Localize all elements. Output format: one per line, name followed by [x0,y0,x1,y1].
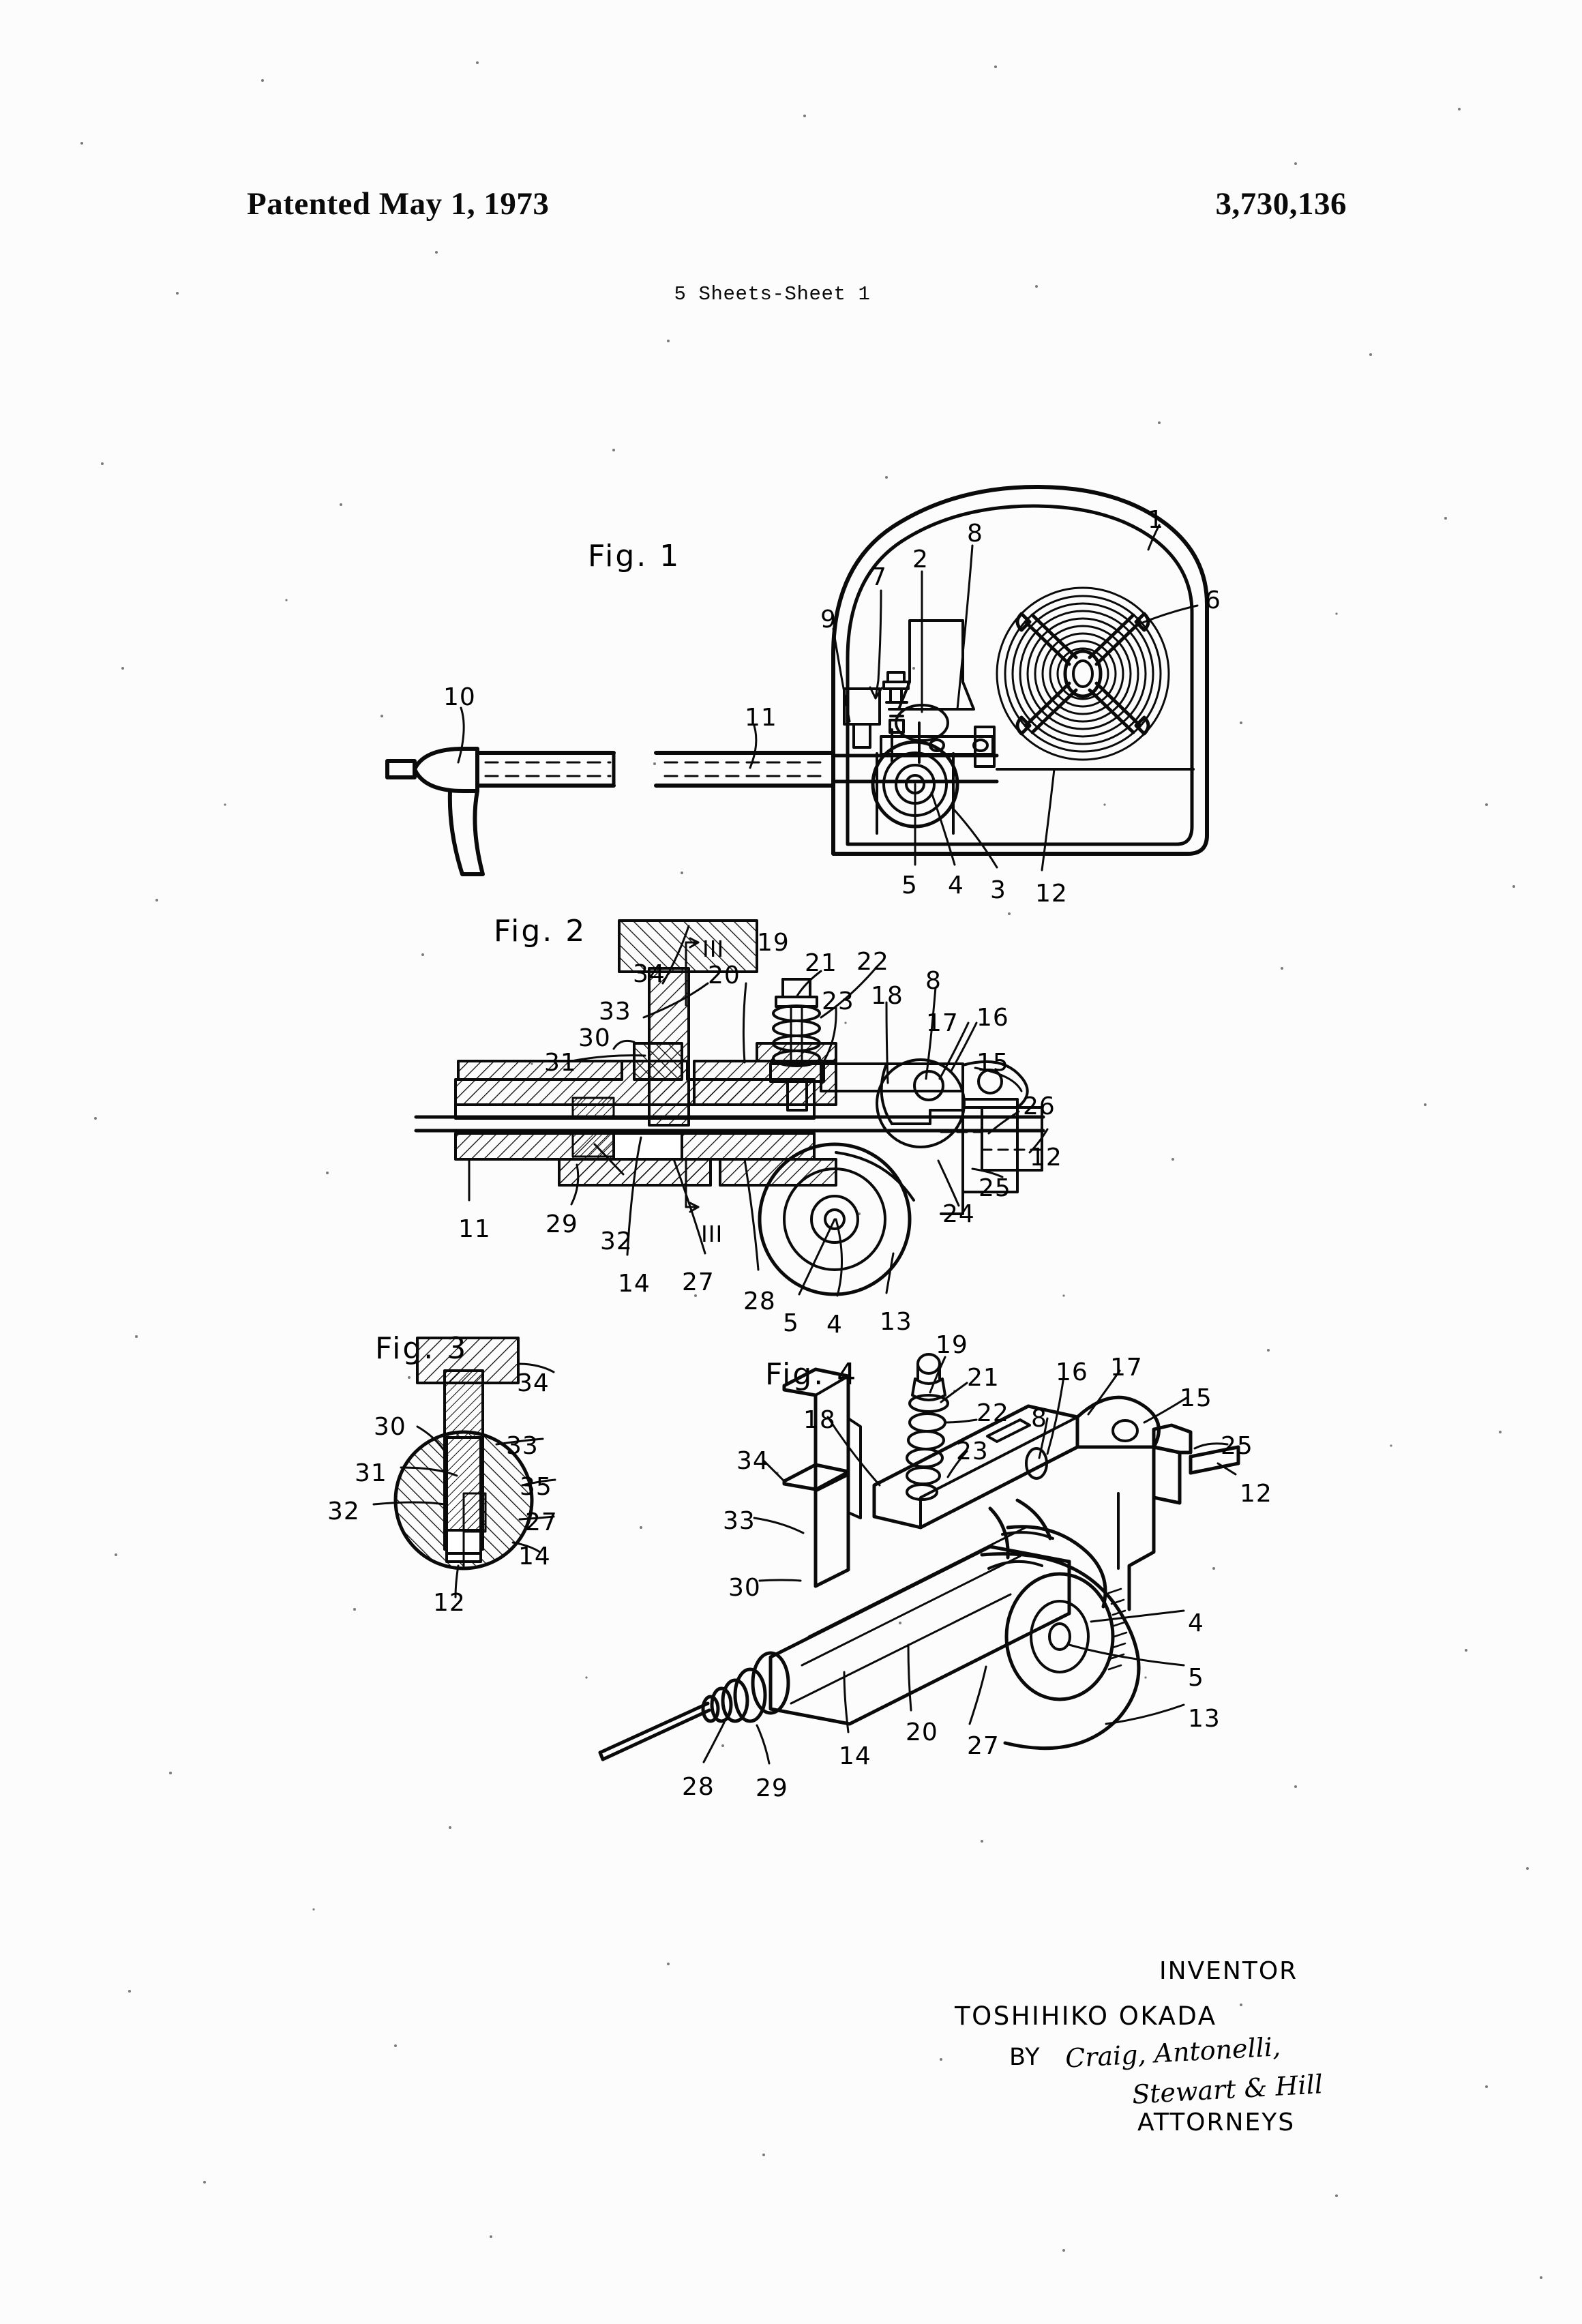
reference-numeral-16: 16 [1056,1358,1088,1386]
reference-numeral-12: 12 [1035,880,1068,908]
reference-numeral-33: 33 [506,1432,539,1460]
reference-numeral-16: 16 [976,1004,1009,1032]
reference-numeral-26: 26 [1023,1092,1056,1120]
reference-numeral-27: 27 [967,1732,1000,1760]
sheet-indicator: 5 Sheets-Sheet 1 [0,283,1582,306]
reference-numeral-31: 31 [355,1459,387,1487]
reference-numeral-20: 20 [708,962,741,989]
reference-numeral-5: 5 [901,872,918,899]
reference-numeral-10: 10 [443,683,476,711]
reference-numeral-30: 30 [374,1413,406,1441]
reference-numeral-29: 29 [756,1774,788,1802]
attorneys-label: ATTORNEYS [1137,2109,1296,2136]
reference-numeral-8: 8 [925,967,942,995]
reference-numeral-19: 19 [936,1331,968,1359]
reference-numeral-III: III [702,936,725,962]
reference-numeral-III: III [701,1221,723,1247]
reference-numeral-4: 4 [826,1311,843,1339]
reference-numeral-34: 34 [736,1447,769,1475]
reference-numeral-34: 34 [517,1369,550,1397]
reference-numeral-34: 34 [633,960,666,988]
reference-numeral-29: 29 [546,1210,578,1238]
inventor-label: INVENTOR [1159,1957,1298,1985]
fig1-label: Fig. 1 [588,539,681,573]
reference-numeral-21: 21 [967,1364,1000,1392]
reference-numeral-22: 22 [976,1399,1009,1427]
by-label: BY [1009,2044,1041,2071]
reference-numeral-12: 12 [433,1589,466,1617]
reference-numeral-13: 13 [880,1308,912,1336]
reference-numeral-13: 13 [1188,1705,1221,1733]
reference-numeral-18: 18 [871,982,904,1010]
reference-numeral-1: 1 [1148,506,1164,534]
reference-numeral-33: 33 [723,1507,756,1535]
reference-numeral-24: 24 [942,1200,975,1228]
reference-numeral-17: 17 [926,1009,959,1037]
reference-numeral-30: 30 [728,1574,761,1602]
reference-numeral-22: 22 [856,948,889,976]
reference-numeral-8: 8 [967,520,983,548]
reference-numeral-12: 12 [1240,1480,1272,1508]
reference-numeral-25: 25 [1221,1432,1253,1460]
reference-numeral-28: 28 [682,1773,715,1801]
reference-numeral-25: 25 [979,1174,1011,1202]
reference-numeral-14: 14 [839,1742,871,1770]
reference-numeral-19: 19 [757,929,790,957]
reference-numeral-18: 18 [803,1406,836,1434]
reference-numeral-5: 5 [1188,1664,1204,1692]
reference-numeral-30: 30 [578,1024,611,1052]
reference-numeral-11: 11 [745,704,777,732]
reference-numeral-32: 32 [600,1227,633,1255]
reference-numeral-9: 9 [820,606,837,634]
reference-numeral-5: 5 [783,1309,799,1337]
reference-numeral-4: 4 [948,872,964,899]
reference-numeral-14: 14 [518,1543,551,1570]
reference-numeral-31: 31 [544,1049,577,1077]
reference-numeral-7: 7 [871,563,887,591]
reference-numeral-28: 28 [743,1287,776,1315]
reference-numeral-4: 4 [1188,1609,1204,1637]
sheet-indicator-text: 5 Sheets-Sheet 1 [674,283,871,306]
reference-numeral-32: 32 [327,1498,360,1525]
reference-numeral-21: 21 [805,949,837,977]
patented-date: Patented May 1, 1973 [247,186,550,222]
reference-numeral-12: 12 [1030,1144,1062,1172]
reference-numeral-23: 23 [822,987,854,1015]
patent-number: 3,730,136 [1215,186,1347,222]
reference-numeral-11: 11 [458,1215,491,1243]
reference-numeral-8: 8 [1031,1405,1047,1433]
reference-numeral-17: 17 [1110,1354,1143,1382]
reference-numeral-27: 27 [525,1508,558,1536]
inventor-name: TOSHIHIKO OKADA [955,2001,1217,2031]
reference-numeral-20: 20 [906,1718,938,1746]
reference-numeral-2: 2 [912,546,929,573]
reference-numeral-27: 27 [682,1268,715,1296]
reference-numeral-14: 14 [618,1270,651,1298]
reference-numeral-23: 23 [956,1437,989,1465]
reference-numeral-33: 33 [599,998,631,1026]
fig2-label: Fig. 2 [494,914,587,949]
reference-numeral-6: 6 [1205,586,1221,614]
reference-numeral-3: 3 [990,876,1006,904]
reference-numeral-15: 15 [1180,1384,1212,1412]
reference-numeral-15: 15 [976,1049,1009,1077]
reference-numeral-35: 35 [520,1473,552,1501]
